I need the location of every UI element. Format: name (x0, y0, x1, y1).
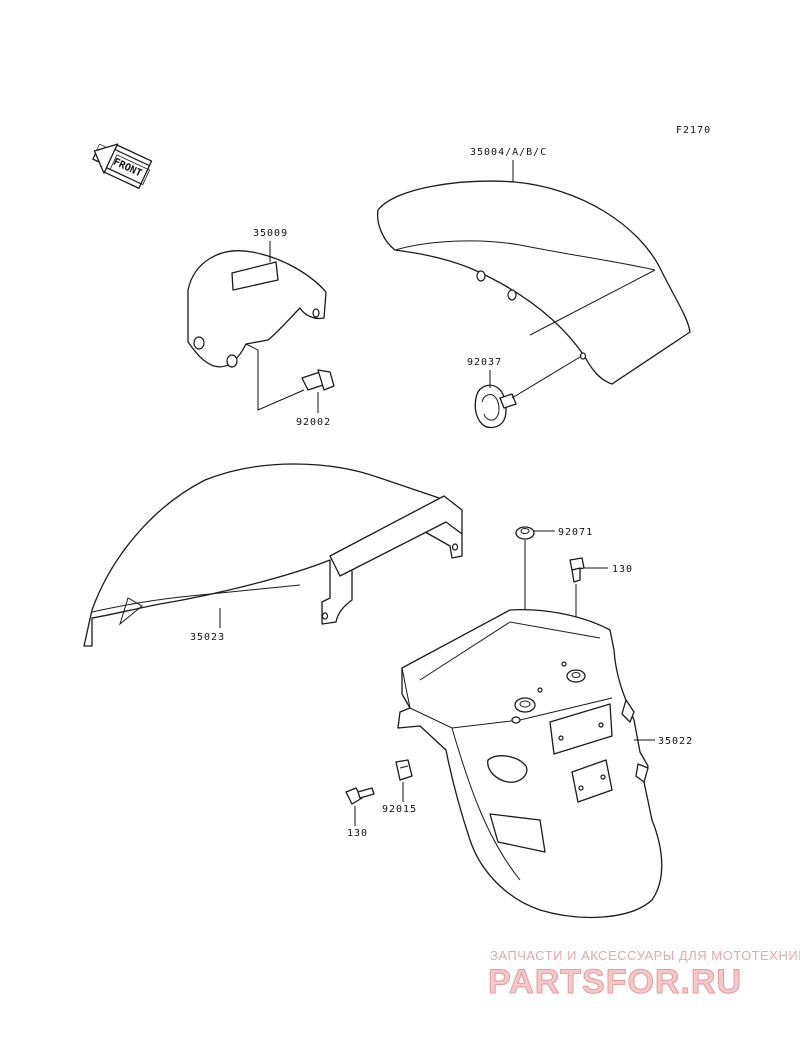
label-35009: 35009 (253, 228, 288, 239)
watermark-logo: PARTSFOR.RU (487, 963, 743, 1002)
rear-fender-front (83, 463, 463, 647)
grommet-92071 (515, 526, 535, 540)
label-92002: 92002 (296, 417, 331, 428)
label-92037: 92037 (467, 357, 502, 368)
label-35004: 35004/A/B/C (470, 147, 547, 158)
bolt-130-lower (345, 787, 375, 805)
label-130-bottom: 130 (347, 828, 368, 839)
rear-fender-rear (397, 609, 663, 919)
fender-cover (187, 250, 327, 368)
bolt-92002 (301, 369, 335, 391)
label-35022: 35022 (658, 736, 693, 747)
clamp-92037 (474, 384, 517, 429)
nut-92015 (395, 759, 413, 781)
label-92015: 92015 (382, 804, 417, 815)
label-35023: 35023 (190, 632, 225, 643)
label-130-top: 130 (612, 564, 633, 575)
bolt-130-upper (569, 557, 585, 583)
label-92071: 92071 (558, 527, 593, 538)
figure-code: F2170 (676, 125, 711, 136)
watermark-tagline: ЗАПЧАСТИ И АКСЕССУАРЫ ДЛЯ МОТОТЕХНИКИ (490, 948, 800, 963)
front-fender (376, 180, 691, 385)
front-arrow-icon: FRONT (92, 143, 153, 189)
